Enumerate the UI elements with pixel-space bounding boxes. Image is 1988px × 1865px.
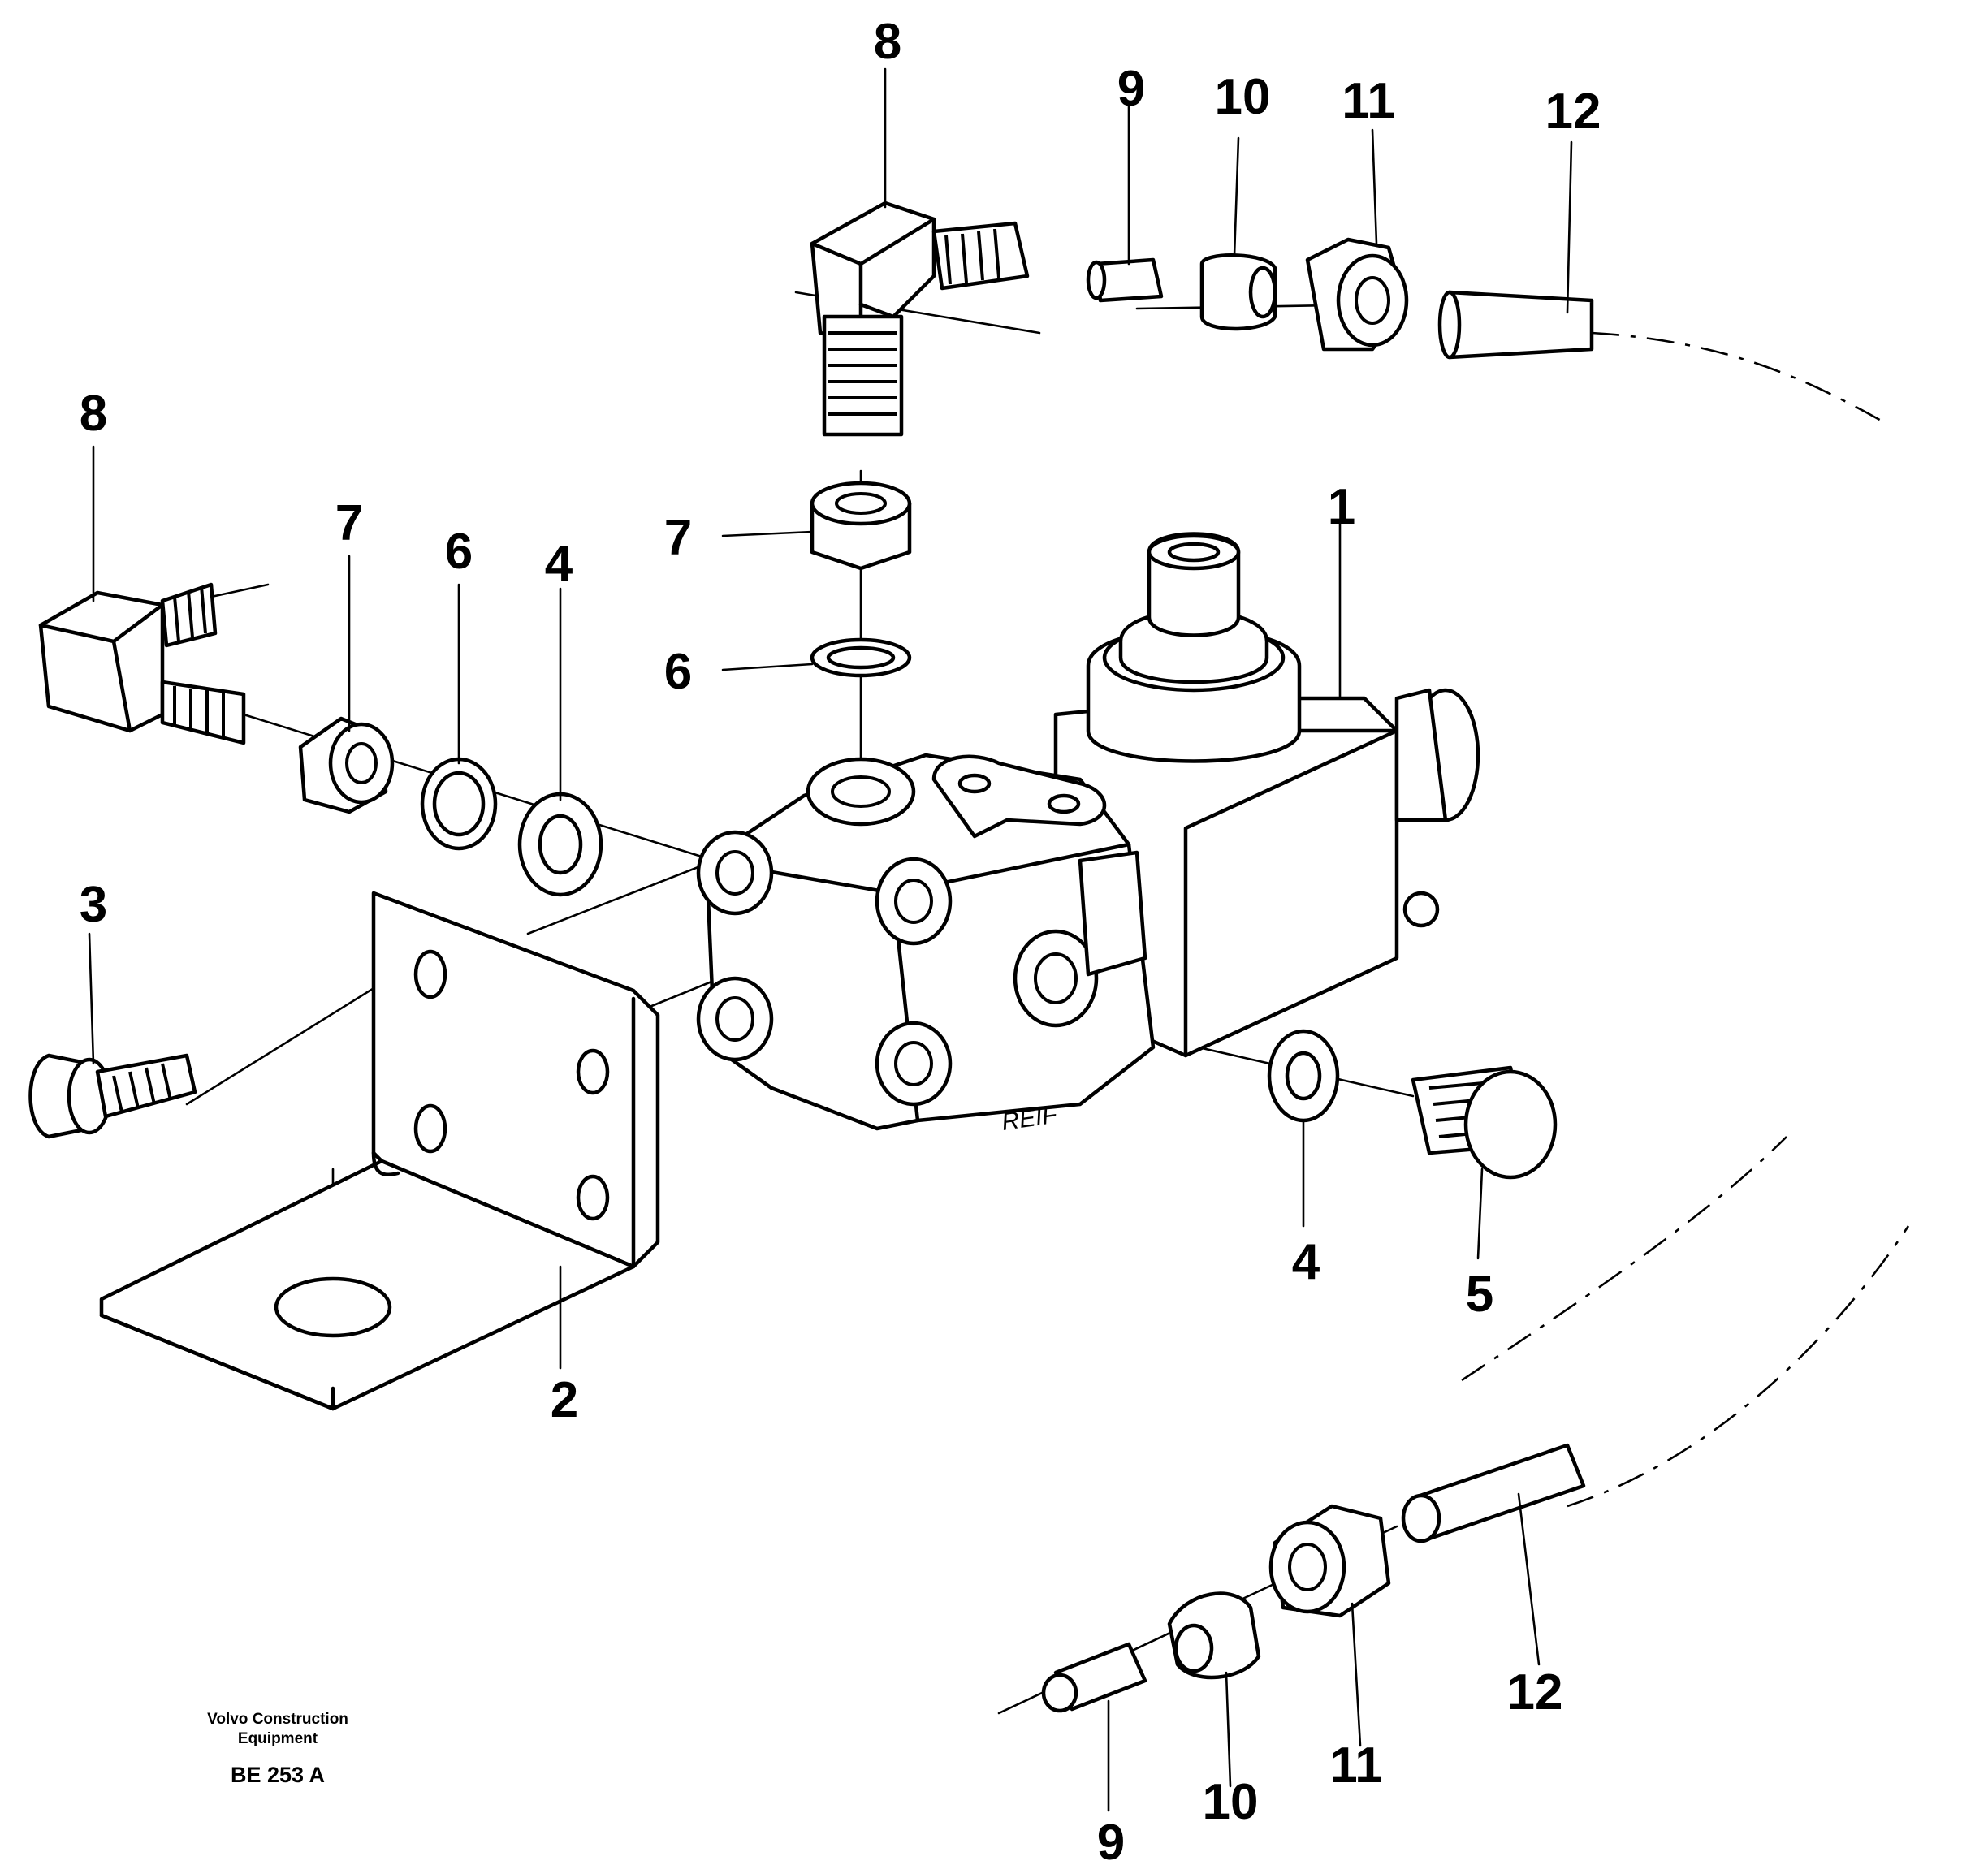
pipe-routing-curves xyxy=(1461,331,1910,1508)
valve-port-bottom xyxy=(875,1021,953,1107)
valve-port-left-upper xyxy=(696,830,774,916)
callout-numbers: 1 2 3 4 4 5 6 6 7 7 8 8 9 9 10 10 11 11 … xyxy=(80,14,1601,1865)
valve-block: REIF xyxy=(696,532,1480,1136)
nut-top xyxy=(810,481,912,571)
nut-left xyxy=(298,716,395,814)
elbow-fitting-left xyxy=(38,582,246,745)
callout-12-top: 12 xyxy=(1545,84,1601,140)
sleeve-top xyxy=(1199,253,1277,331)
callout-4-right: 4 xyxy=(1292,1234,1320,1290)
callout-12-bottom: 12 xyxy=(1507,1664,1563,1720)
pipe-insert-bottom xyxy=(1041,1642,1147,1713)
sleeve-bottom xyxy=(1167,1591,1261,1680)
callout-3: 3 xyxy=(80,877,107,933)
callout-10-bottom: 10 xyxy=(1203,1774,1259,1830)
valve-port-top xyxy=(806,757,916,827)
callout-4-left: 4 xyxy=(545,536,573,592)
callout-8-top: 8 xyxy=(874,14,901,70)
caption-company-line1: Volvo Construction xyxy=(207,1711,348,1728)
callout-7-top: 7 xyxy=(664,510,692,566)
plug xyxy=(1411,1065,1558,1180)
callout-6-left: 6 xyxy=(445,524,473,580)
mounting-bracket xyxy=(99,891,660,1411)
seal-ring-top xyxy=(810,637,912,678)
valve-port-left-lower xyxy=(696,976,774,1062)
washer-right xyxy=(1267,1029,1340,1123)
callout-8-left: 8 xyxy=(80,386,107,442)
elbow-fitting-top xyxy=(810,201,1030,437)
union-nut-bottom xyxy=(1268,1504,1391,1618)
valve-port-right xyxy=(1013,929,1099,1028)
caption-figure-code: BE 253 A xyxy=(231,1763,325,1787)
union-nut-top xyxy=(1305,237,1409,352)
callout-6-top: 6 xyxy=(664,644,692,700)
callout-11-bottom: 11 xyxy=(1329,1738,1383,1794)
callout-11-top: 11 xyxy=(1342,73,1395,129)
bolt xyxy=(28,1053,197,1139)
pipe-top xyxy=(1437,290,1594,360)
callout-7-left: 7 xyxy=(335,495,363,551)
pipe-insert-top xyxy=(1086,257,1164,303)
callout-10-top: 10 xyxy=(1215,69,1271,125)
callout-2: 2 xyxy=(551,1372,578,1428)
washer-left xyxy=(517,792,603,897)
figure-caption: Volvo Construction Equipment BE 253 A xyxy=(207,1711,348,1787)
valve-port-mid xyxy=(875,857,953,946)
callout-9-top: 9 xyxy=(1117,61,1145,117)
callout-1: 1 xyxy=(1328,479,1355,535)
callout-5: 5 xyxy=(1466,1267,1493,1323)
callout-9-bottom: 9 xyxy=(1097,1815,1125,1865)
seal-ring-left xyxy=(420,757,498,851)
caption-company-line2: Equipment xyxy=(238,1730,318,1747)
pipe-bottom xyxy=(1401,1443,1586,1543)
callout-leaders xyxy=(88,67,1573,1812)
